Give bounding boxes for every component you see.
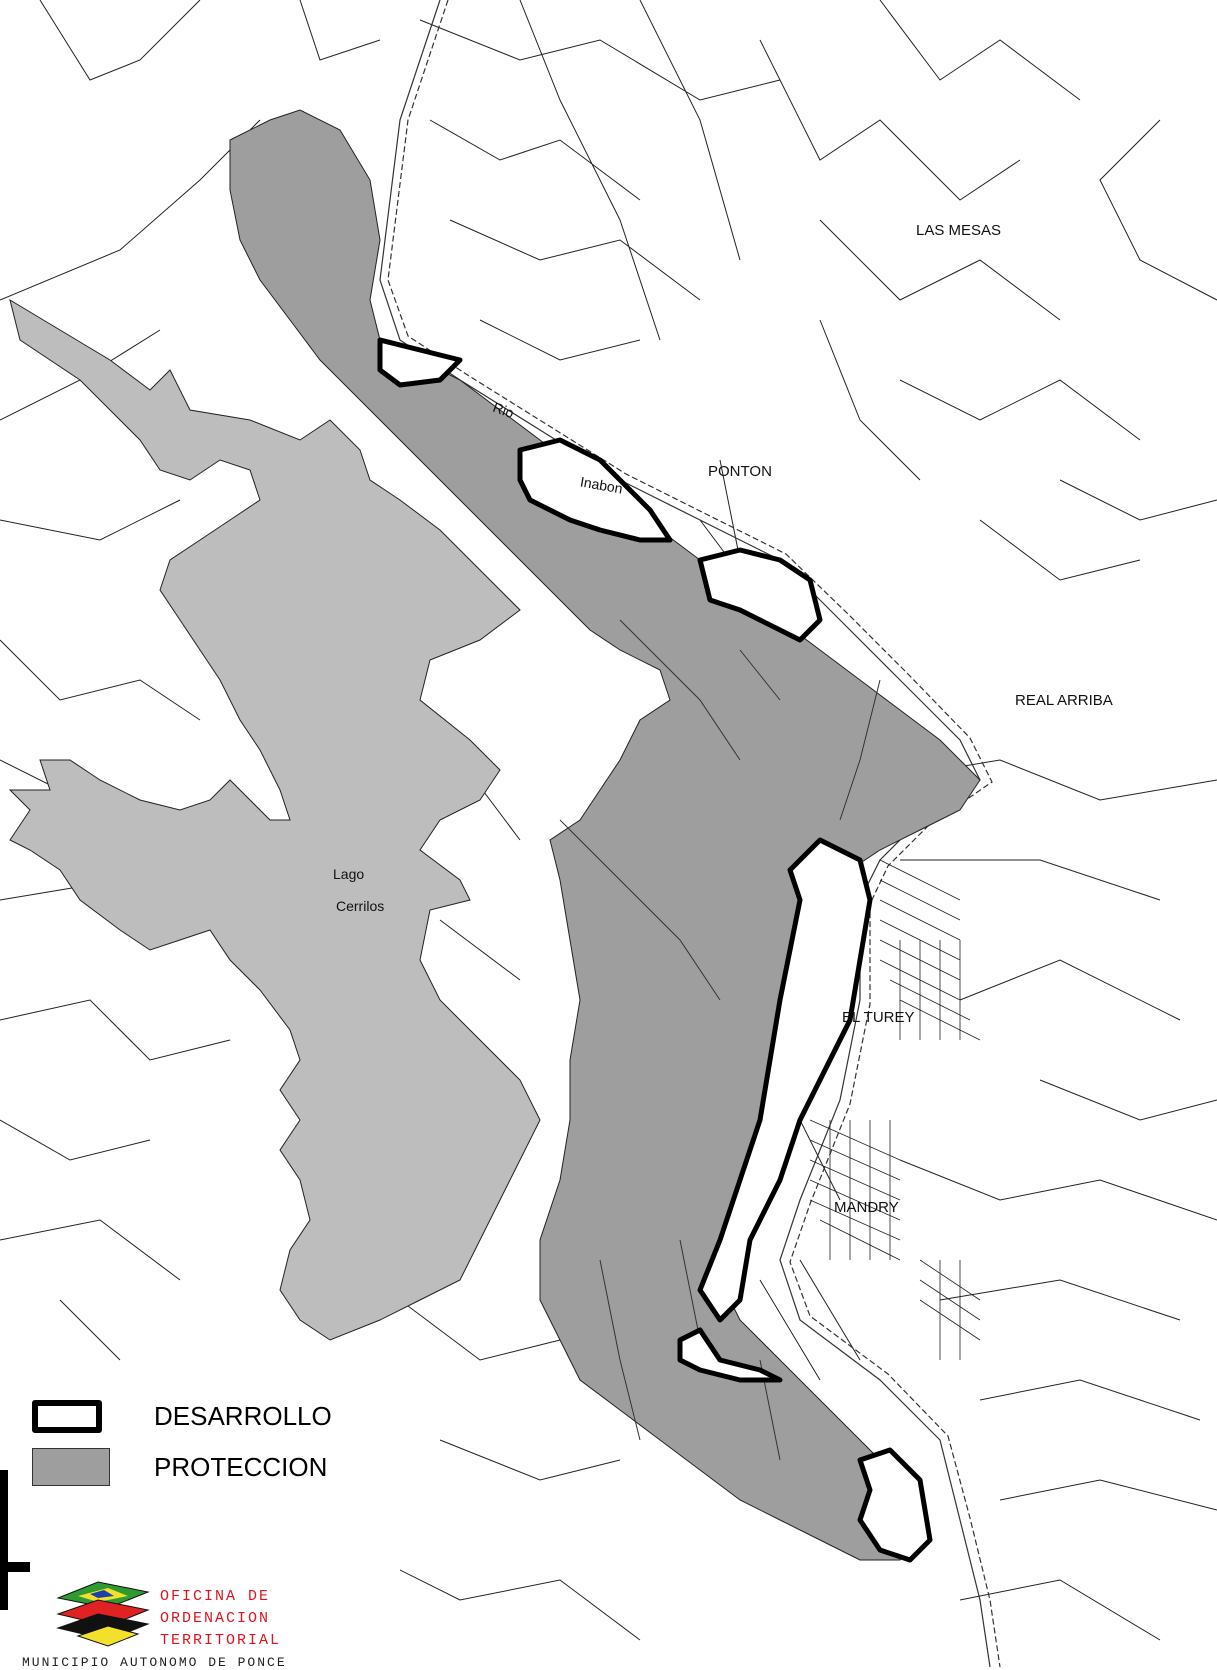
place-mandry: MANDRY [834, 1199, 899, 1216]
subdivisions [809, 859, 981, 1360]
legend-row-proteccion: PROTECCION [32, 1448, 327, 1486]
place-lago: Lago [333, 866, 365, 882]
legend-label: DESARROLLO [154, 1401, 332, 1431]
north-arrow-cap [0, 1562, 30, 1572]
place-real-arriba: REAL ARRIBA [1015, 692, 1113, 709]
oot-logo-icon [56, 1581, 150, 1647]
place-las-mesas: LAS MESAS [916, 222, 1002, 239]
place-ponton: PONTON [708, 463, 772, 480]
legend-label: PROTECCION [154, 1451, 328, 1482]
dev-zone-north [377, 337, 463, 388]
river-road [379, 0, 1001, 1667]
municipality-name: MUNICIPIO AUTONOMO DE PONCE [22, 1655, 287, 1670]
dev-zone-mandry [677, 1327, 783, 1383]
place-el-turey: EL TUREY [842, 1009, 915, 1026]
office-name-line-3: TERRITORIAL [160, 1632, 282, 1649]
office-name-line-1: OFICINA DE [160, 1588, 271, 1605]
legend-swatch-protection [32, 1448, 110, 1486]
north-arrow-icon [0, 1470, 8, 1610]
dev-zone-inabon [517, 437, 673, 543]
place-cerrilos: Cerrilos [336, 898, 385, 914]
dev-zone-south [857, 1447, 933, 1563]
legend-swatch-development [32, 1400, 102, 1433]
dev-zone-ponton [697, 547, 823, 643]
lake-cerrilos [8, 298, 541, 1341]
office-name-line-2: ORDENACION [160, 1610, 271, 1627]
legend-row-desarrollo: DESARROLLO [32, 1400, 332, 1433]
dev-zone-el-turey [697, 837, 873, 1323]
development-zones [377, 337, 933, 1563]
